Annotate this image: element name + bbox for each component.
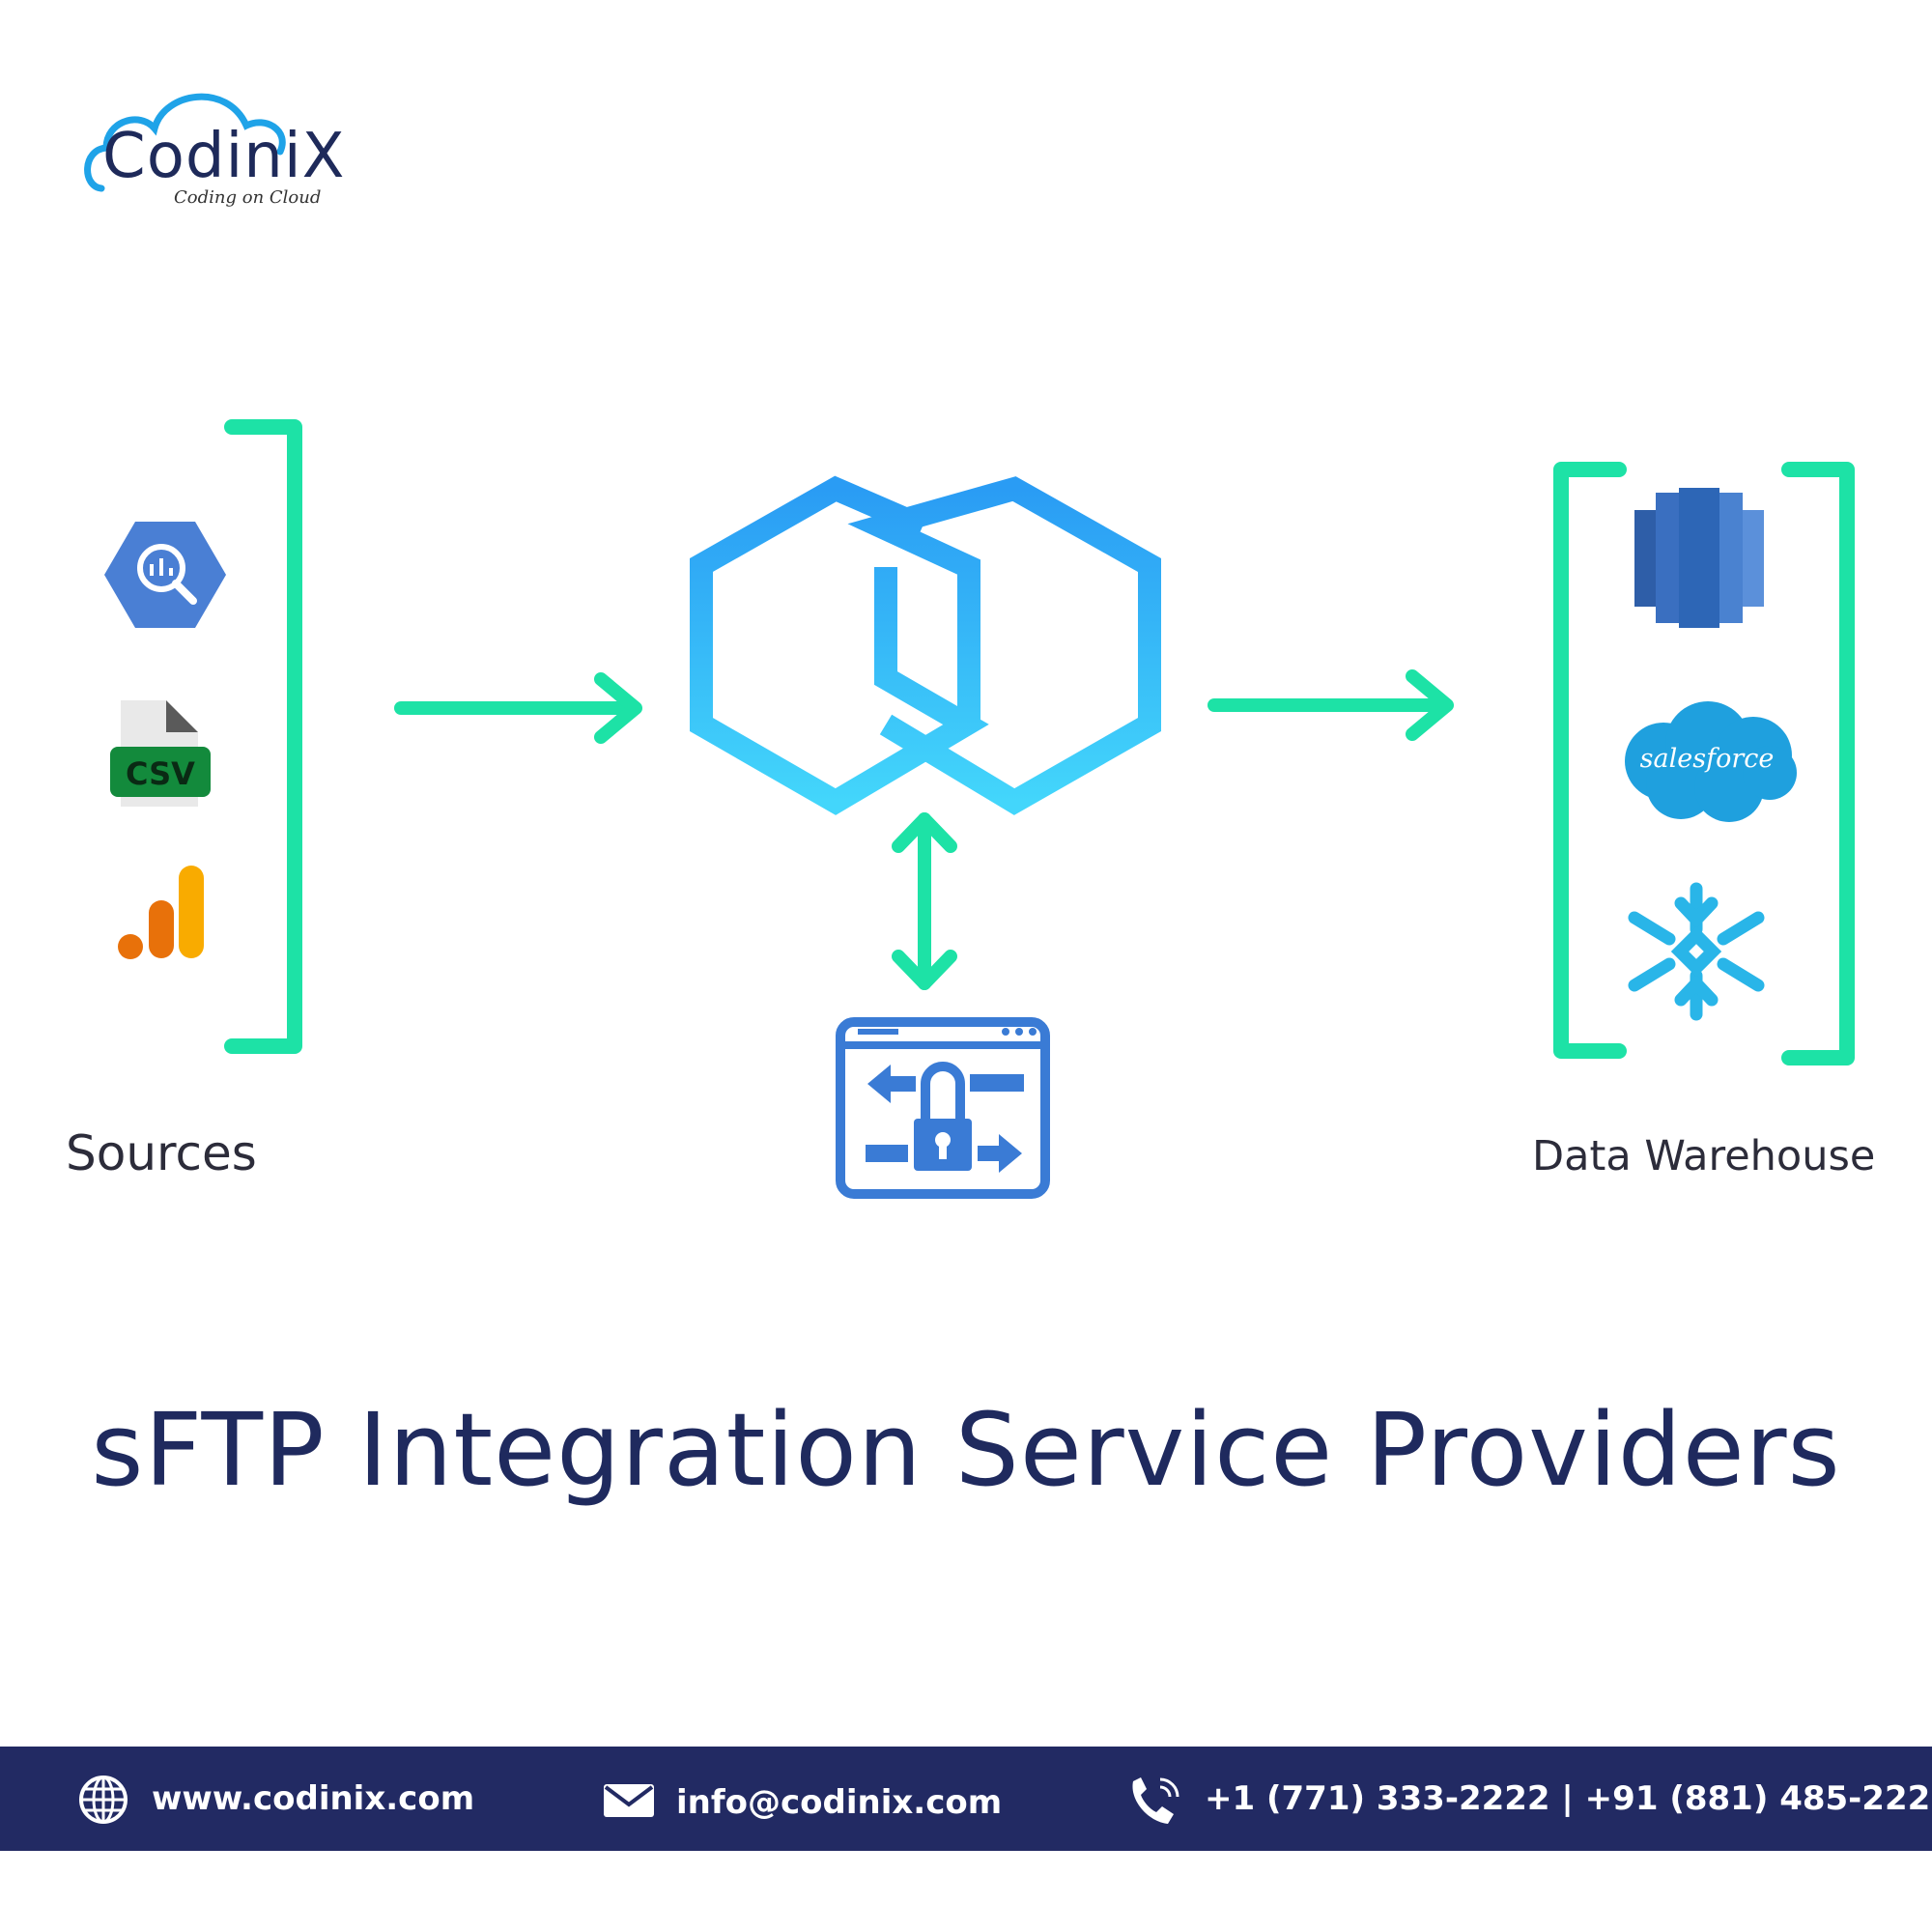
salesforce-label: salesforce xyxy=(1640,744,1775,774)
warehouse-bracket-left xyxy=(1553,462,1627,1059)
email-icon xyxy=(604,1784,654,1817)
sources-label: Sources xyxy=(66,1125,257,1181)
integration-diagram: CSV xyxy=(104,419,1855,1199)
bidirectional-arrow xyxy=(892,812,957,990)
email-link[interactable]: info@codinix.com xyxy=(676,1783,1003,1822)
sftp-secure-transfer-icon xyxy=(836,1017,1050,1199)
phone-icon xyxy=(1132,1777,1179,1824)
data-warehouse-label: Data Warehouse xyxy=(1532,1132,1876,1180)
arrow-to-warehouse xyxy=(1208,669,1454,741)
phone-numbers[interactable]: +1 (771) 333-2222 | +91 (881) 485-2222 xyxy=(1205,1779,1932,1818)
brand-name: CodiniX xyxy=(102,121,346,192)
arrow-to-hub xyxy=(394,672,642,744)
snowflake-icon xyxy=(1628,882,1765,1021)
csv-file-icon: CSV xyxy=(110,700,211,807)
globe-icon xyxy=(79,1776,128,1824)
google-analytics-icon xyxy=(118,866,204,959)
cloud-icon xyxy=(84,93,286,192)
page-title: sFTP Integration Service Providers xyxy=(91,1391,1841,1509)
redshift-icon xyxy=(1634,488,1764,628)
salesforce-icon: salesforce xyxy=(1625,701,1797,822)
contact-footer: www.codinix.com info@codinix.com +1 (771… xyxy=(0,1747,1932,1851)
brand-tagline: Coding on Cloud xyxy=(174,187,322,208)
website-link[interactable]: www.codinix.com xyxy=(152,1779,475,1818)
warehouse-bracket-right xyxy=(1781,462,1855,1065)
integration-hub-icon xyxy=(690,475,1161,815)
csv-label: CSV xyxy=(126,755,195,792)
bigquery-icon xyxy=(104,522,226,628)
sources-bracket xyxy=(224,419,302,1054)
